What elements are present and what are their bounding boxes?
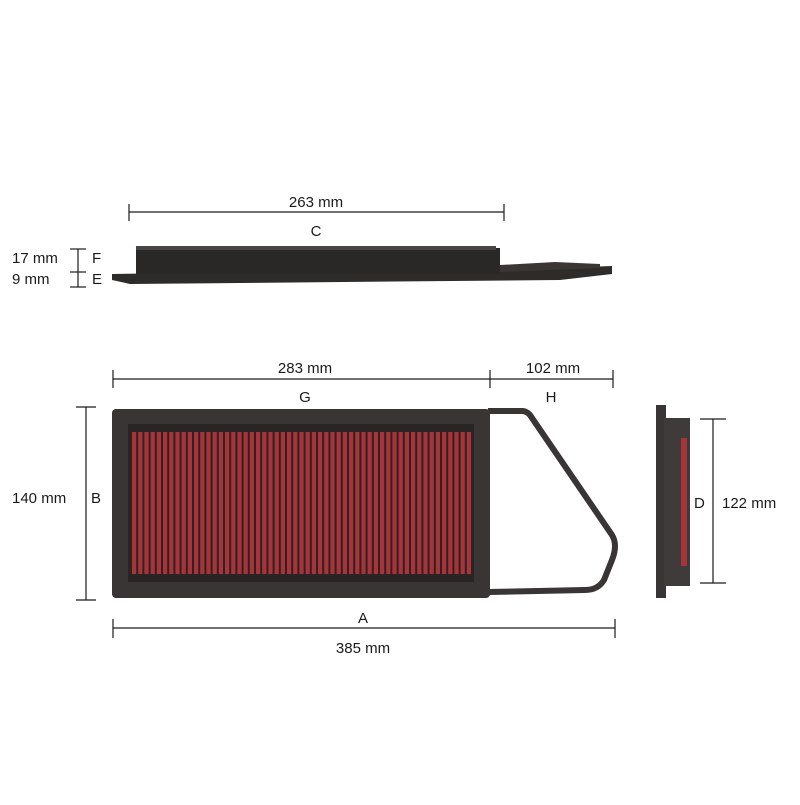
filter-media-pleats — [132, 432, 471, 574]
pleat — [218, 432, 223, 574]
dim-h-letter: H — [546, 389, 557, 406]
pleat — [318, 432, 323, 574]
dim-b-letter: B — [91, 490, 101, 507]
dim-c-letter: C — [311, 223, 322, 240]
pleat — [200, 432, 205, 574]
dim-h-value: 102 mm — [526, 360, 580, 377]
pleat — [262, 432, 267, 574]
pleat — [336, 432, 341, 574]
filter-side-view — [112, 246, 612, 284]
pleat — [132, 432, 137, 574]
pleat — [187, 432, 192, 574]
pleat — [373, 432, 378, 574]
dim-f-value: 17 mm — [12, 250, 58, 267]
pleat — [169, 432, 174, 574]
pleat — [435, 432, 440, 574]
pleat — [268, 432, 273, 574]
pleat — [175, 432, 180, 574]
dim-d-value: 122 mm — [722, 495, 776, 512]
pleat — [349, 432, 354, 574]
pleat — [150, 432, 155, 574]
dim-f-letter: F — [92, 250, 101, 267]
dim-a-letter: A — [358, 610, 368, 627]
dim-e-letter: E — [92, 271, 102, 288]
pleat — [249, 432, 254, 574]
pleat — [231, 432, 236, 574]
pleat — [392, 432, 397, 574]
dim-g-value: 283 mm — [278, 360, 332, 377]
pleat — [280, 432, 285, 574]
pleat — [460, 432, 465, 574]
dim-e-value: 9 mm — [12, 271, 50, 288]
pleat — [311, 432, 316, 574]
dim-b-value: 140 mm — [12, 490, 66, 507]
pleat — [138, 432, 143, 574]
pleat — [144, 432, 149, 574]
pleat — [386, 432, 391, 574]
filter-end-view — [656, 405, 690, 598]
pleat — [156, 432, 161, 574]
pleat — [206, 432, 211, 574]
pleat — [429, 432, 434, 574]
pleat — [330, 432, 335, 574]
pleat — [274, 432, 279, 574]
pleat — [243, 432, 248, 574]
pleat — [163, 432, 168, 574]
pleat — [194, 432, 199, 574]
pleat — [417, 432, 422, 574]
pleat — [181, 432, 186, 574]
pleat — [361, 432, 366, 574]
pleat — [305, 432, 310, 574]
pleat — [225, 432, 230, 574]
pleat — [466, 432, 471, 574]
pleat — [380, 432, 385, 574]
pleat — [398, 432, 403, 574]
dimension-lines — [70, 204, 726, 638]
dim-c-value: 263 mm — [289, 194, 343, 211]
dim-a-value: 385 mm — [336, 640, 390, 657]
pleat — [237, 432, 242, 574]
dim-g-letter: G — [299, 389, 311, 406]
pleat — [355, 432, 360, 574]
dim-d-letter: D — [694, 495, 705, 512]
filter-front-view — [112, 408, 618, 598]
pleat — [454, 432, 459, 574]
pleat — [442, 432, 447, 574]
pleat — [324, 432, 329, 574]
pleat — [411, 432, 416, 574]
pleat — [299, 432, 304, 574]
pleat — [287, 432, 292, 574]
pleat — [342, 432, 347, 574]
pleat — [293, 432, 298, 574]
pleat — [212, 432, 217, 574]
pleat — [404, 432, 409, 574]
pleat — [423, 432, 428, 574]
pleat — [448, 432, 453, 574]
pleat — [256, 432, 261, 574]
pleat — [367, 432, 372, 574]
